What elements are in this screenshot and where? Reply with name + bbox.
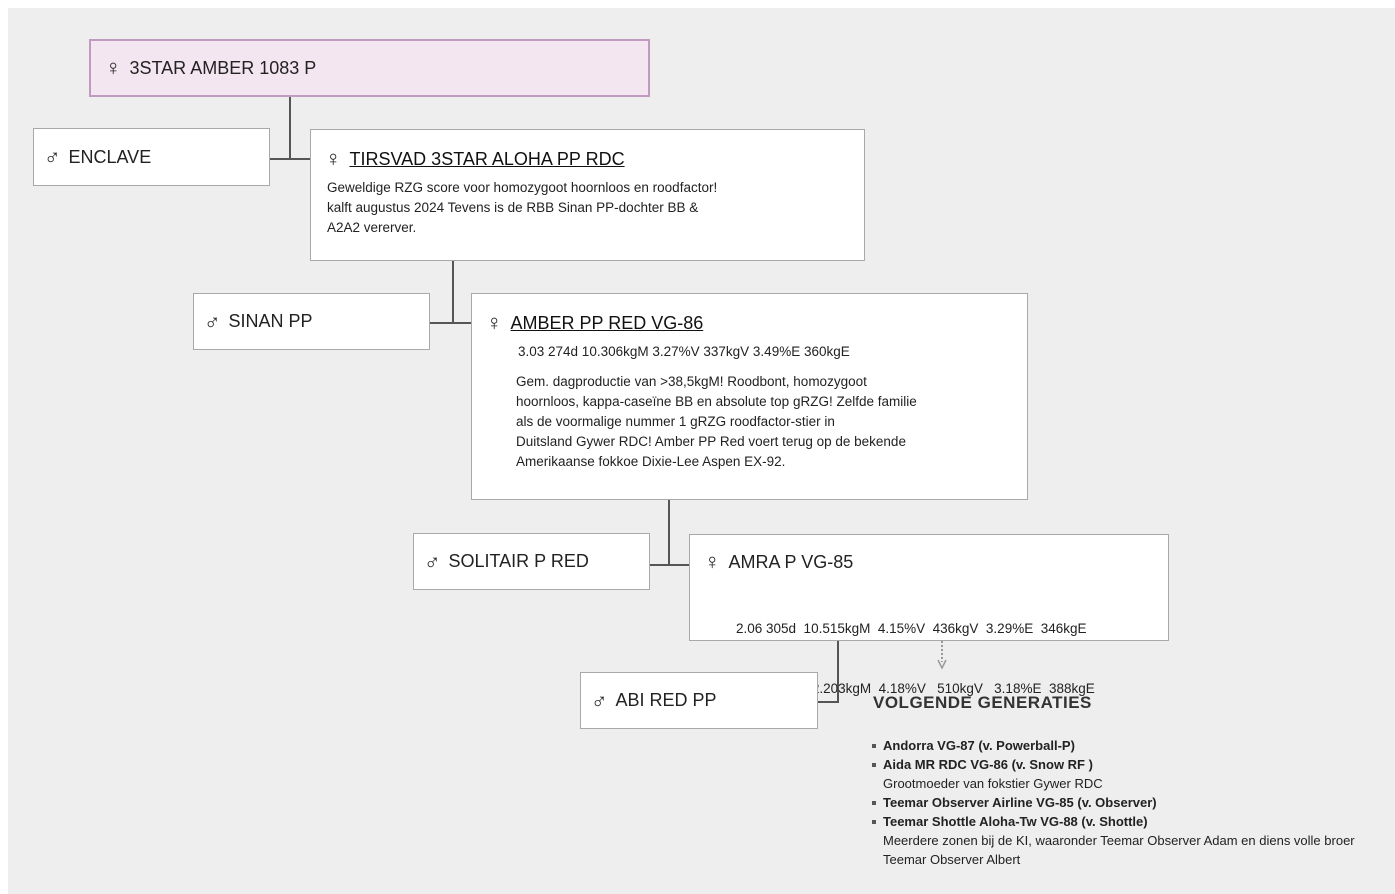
dam-box-tirsvad: ♀ TIRSVAD 3STAR ALOHA PP RDC Geweldige R… (310, 129, 865, 261)
connector (650, 564, 690, 566)
top-animal-box: ♀ 3STAR AMBER 1083 P (89, 39, 650, 97)
dam-box-amra: ♀ AMRA P VG-85 2.06 305d 10.515kgM 4.15%… (689, 534, 1169, 696)
top-animal-name: 3STAR AMBER 1083 P (129, 57, 317, 78)
male-icon: ♂ (591, 687, 608, 713)
dam-production-stats: 3.03 274d 10.306kgM 3.27%V 337kgV 3.49%E… (518, 344, 850, 359)
dam-link[interactable]: AMBER PP RED VG-86 (510, 312, 704, 333)
down-arrow-icon (937, 641, 947, 669)
male-icon: ♂ (204, 308, 221, 334)
sire-name: ENCLAVE (68, 146, 152, 167)
list-item: Aida MR RDC VG-86 (v. Snow RF ) Grootmoe… (870, 755, 1370, 793)
sire-box-enclave: ♂ ENCLAVE (33, 128, 270, 186)
male-icon: ♂ (424, 548, 441, 574)
connector (837, 640, 839, 702)
female-icon: ♀ (486, 310, 503, 335)
next-generations-list: Andorra VG-87 (v. Powerball-P) Aida MR R… (870, 736, 1370, 869)
connector (270, 158, 310, 160)
female-icon: ♀ (105, 55, 122, 80)
dam-description: Geweldige RZG score voor homozygoot hoor… (327, 180, 718, 235)
connector (818, 701, 839, 703)
list-item: Teemar Observer Airline VG-85 (v. Observ… (870, 793, 1370, 812)
sire-name: ABI RED PP (615, 690, 717, 710)
dam-box-amber: ♀ AMBER PP RED VG-86 3.03 274d 10.306kgM… (471, 293, 1028, 500)
connector (430, 322, 472, 324)
dam-description: Gem. dagproductie van >38,5kgM! Roodbont… (516, 374, 917, 469)
sire-box-sinan: ♂ SINAN PP (193, 293, 430, 350)
sire-box-solitair: ♂ SOLITAIR P RED (413, 533, 650, 590)
female-icon: ♀ (704, 549, 721, 574)
connector (668, 499, 670, 565)
male-icon: ♂ (44, 144, 61, 169)
dam-name: AMRA P VG-85 (728, 551, 854, 572)
sire-name: SOLITAIR P RED (448, 551, 589, 571)
sire-box-abi: ♂ ABI RED PP (580, 672, 818, 729)
connector (452, 260, 454, 323)
list-item: Andorra VG-87 (v. Powerball-P) (870, 736, 1370, 755)
dam-production-stats: 2.06 305d 10.515kgM 4.15%V 436kgV 3.29%E… (736, 621, 1095, 696)
dam-link[interactable]: TIRSVAD 3STAR ALOHA PP RDC (349, 148, 625, 169)
list-item: Teemar Shottle Aloha-Tw VG-88 (v. Shottl… (870, 812, 1370, 869)
female-icon: ♀ (325, 146, 342, 171)
next-generations-title: VOLGENDE GENERATIES (873, 693, 1092, 712)
connector (289, 96, 291, 159)
sire-name: SINAN PP (228, 311, 313, 331)
